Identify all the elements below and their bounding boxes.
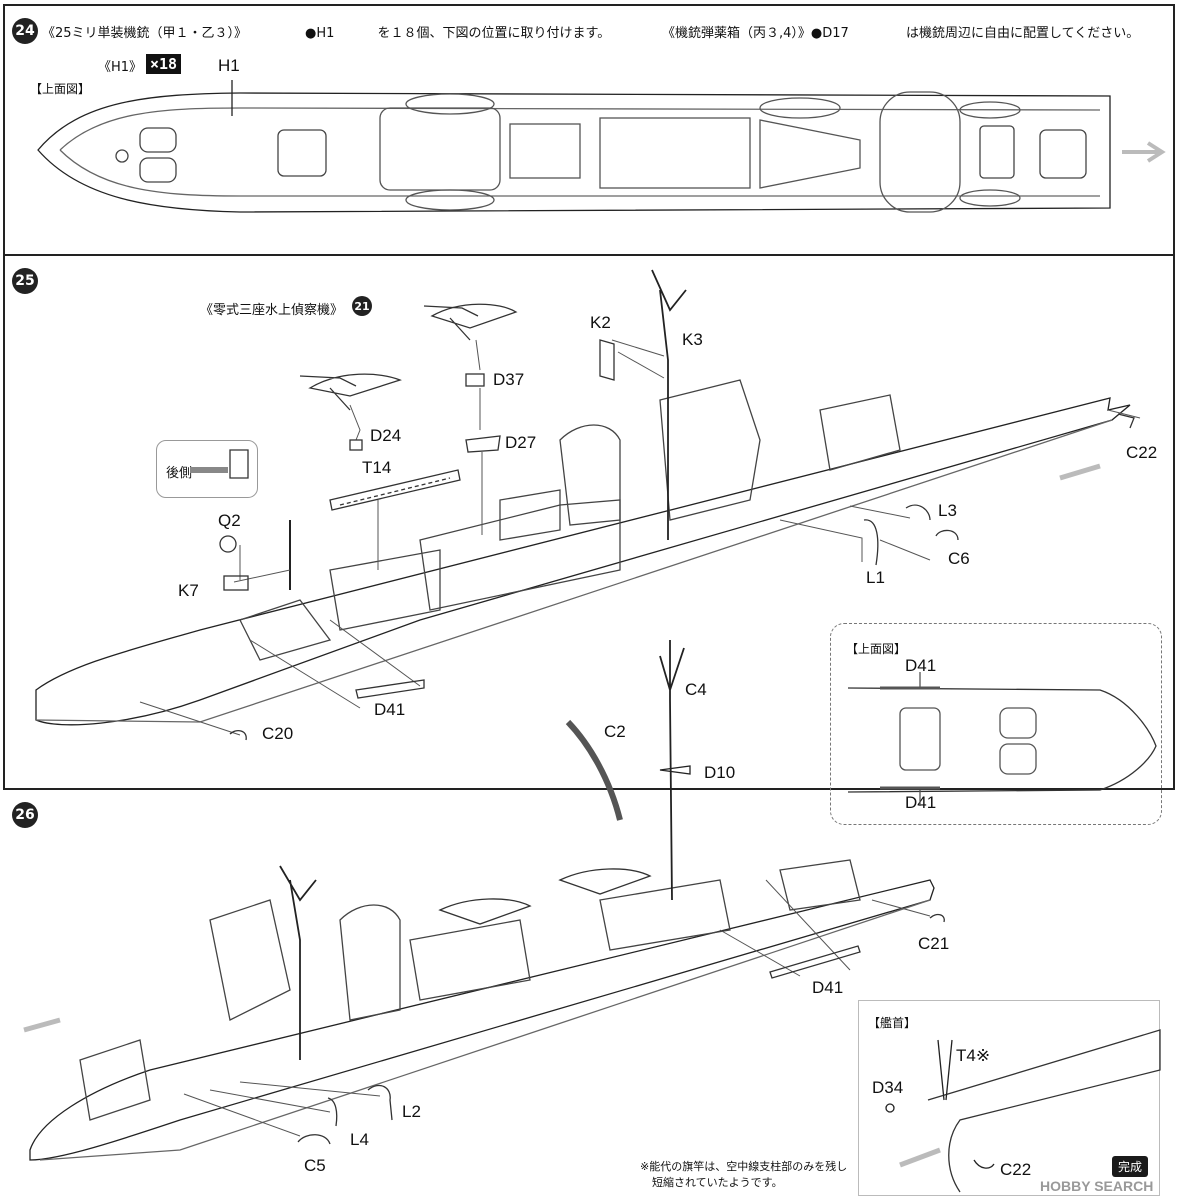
step24-title2: 《機銃弾薬箱（丙３,4）》●D17: [662, 26, 849, 41]
step24-part-count: ×18: [146, 54, 182, 74]
part-c5: C5: [304, 1156, 326, 1175]
part-c20: C20: [262, 724, 294, 743]
bow-part-c22: C22: [1000, 1160, 1032, 1179]
step25-direction-arrow: [1059, 463, 1101, 481]
part-d24: D24: [370, 426, 402, 445]
step24-hull-outline: [37, 92, 1111, 213]
step25-catapult: [329, 469, 461, 511]
step26-superstructure: [79, 859, 861, 1121]
step24-view-label: 【上面図】: [30, 82, 91, 96]
step25-loose-parts: [219, 339, 1135, 741]
top-view-inset: [830, 623, 1162, 825]
step25-superstructure: [239, 379, 901, 661]
bow-inset-hull: [927, 1029, 1161, 1193]
part-q2: Q2: [218, 511, 241, 530]
step26-waterline: [39, 899, 931, 1161]
part-l2: L2: [402, 1102, 421, 1121]
part-l4: L4: [350, 1130, 369, 1149]
inset-title: 【上面図】: [846, 642, 907, 656]
step26-divider: [3, 788, 583, 790]
bow-part-d34: D34: [872, 1078, 904, 1097]
part-l3: L3: [938, 501, 957, 520]
step24-instruction2: は機銃周辺に自由に配置してください。: [906, 26, 1140, 41]
bow-part-t4: T4※: [956, 1046, 991, 1065]
part-c21: C21: [918, 934, 950, 953]
step24-superstructure: [379, 91, 1021, 213]
step26-mainmast: [279, 865, 317, 1060]
step24-direction-arrow: [1122, 141, 1166, 163]
step25-panel: [3, 254, 1175, 790]
inset-d41-top: D41: [905, 656, 937, 675]
step26-hull-outline: [29, 879, 935, 1161]
bow-inset-flagpole: [937, 1039, 953, 1101]
step26-leaders: [183, 879, 931, 1137]
step25-badge: 25: [12, 268, 38, 294]
step26-direction-arrow: [23, 1017, 61, 1033]
step26-c2-strut: [565, 719, 623, 821]
step26-aftmast: [659, 640, 685, 901]
step26-badge: 26: [12, 802, 38, 828]
inset-hull: [847, 687, 1157, 793]
bow-inset-title: 【艦首】: [868, 1016, 917, 1030]
part-t14: T14: [362, 458, 392, 477]
complete-badge: 完成: [1112, 1156, 1149, 1177]
inset-details: [880, 672, 1037, 806]
part-c4: C4: [685, 680, 707, 699]
part-d41-step26: D41: [812, 978, 844, 997]
step24-callout-h1: H1: [218, 56, 240, 75]
step25-leaders: [139, 339, 1141, 736]
step25-aircraft: [299, 303, 518, 411]
bow-inset-arrow: [899, 1147, 941, 1168]
bow-inset-d34: [885, 1103, 895, 1113]
aircraft-ref-badge: 21: [352, 296, 372, 316]
step24-title: 《25ミリ単装機銃（甲１・乙３）》: [42, 26, 248, 41]
step26-loose-parts: [297, 913, 945, 1145]
part-c2: C2: [604, 722, 626, 741]
step25-mainmast: [651, 269, 687, 540]
part-l1: L1: [866, 568, 885, 587]
step24-turrets: [115, 125, 1087, 183]
port-side-label: 後側: [166, 466, 193, 481]
watermark: HOBBY SEARCH: [1040, 1178, 1154, 1194]
part-d27: D27: [505, 433, 537, 452]
part-c22: C22: [1126, 443, 1158, 462]
step25-hull-outline: [35, 397, 1131, 726]
step26-aircraft: [438, 868, 652, 925]
step24-instruction: ●H1 を１８個、下図の位置に取り付けます。: [305, 26, 611, 41]
part-k7: K7: [178, 581, 199, 600]
step24-part-label: 《H1》: [98, 60, 143, 75]
step24-deck-line: [59, 107, 1101, 197]
part-d10: D10: [704, 763, 736, 782]
note-line1: ※能代の旗竿は、空中線支柱部のみを残し: [640, 1160, 848, 1173]
step26-d10-part: [659, 765, 691, 775]
note-line2: 短縮されていたようです。: [652, 1176, 783, 1189]
step24-badge: 24: [12, 18, 38, 44]
part-c6: C6: [948, 549, 970, 568]
part-k3: K3: [682, 330, 703, 349]
part-d37: D37: [493, 370, 525, 389]
part-k2: K2: [590, 313, 611, 332]
step25-waterline: [35, 419, 1113, 723]
bow-inset-c22: [973, 1159, 995, 1169]
part-d41: D41: [374, 700, 406, 719]
aircraft-label: 《零式三座水上偵察機》: [200, 303, 344, 318]
